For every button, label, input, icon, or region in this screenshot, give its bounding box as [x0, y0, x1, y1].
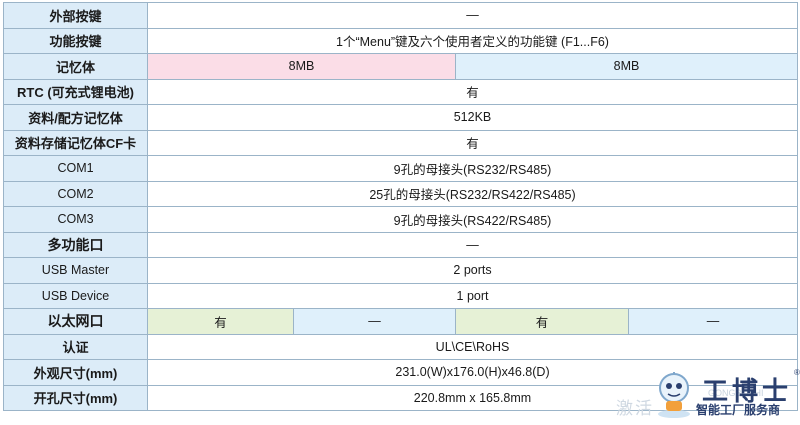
row-label-recipe-memory: 资料/配方记忆体: [3, 104, 148, 131]
table-row: COM1 9孔的母接头(RS232/RS485): [3, 155, 798, 182]
row-label-com2: COM2: [3, 180, 148, 207]
row-value-certification: UL\CE\RoHS: [147, 333, 798, 360]
table-row: COM2 25孔的母接头(RS232/RS422/RS485): [3, 180, 798, 207]
row-value-ethernet-1: 有: [147, 308, 294, 335]
row-value-multi-port: —: [147, 231, 798, 258]
table-row: USB Master 2 ports: [3, 257, 798, 284]
row-label-memory: 记忆体: [3, 53, 148, 80]
row-label-cf-card: 资料存储记忆体CF卡: [3, 129, 148, 156]
row-label-cutout: 开孔尺寸(mm): [3, 384, 148, 411]
table-row: 以太网口 有 — 有 —: [3, 308, 798, 335]
row-value-rtc: 有: [147, 78, 798, 105]
row-value-memory-2: 8MB: [455, 53, 798, 80]
row-label-external-keys: 外部按键: [3, 2, 148, 29]
row-value-ethernet-2: —: [293, 308, 456, 335]
row-label-dimensions: 外观尺寸(mm): [3, 359, 148, 386]
row-value-com2: 25孔的母接头(RS232/RS422/RS485): [147, 180, 798, 207]
row-value-function-keys: 1个“Menu”键及六个使用者定义的功能键 (F1...F6): [147, 27, 798, 54]
table-row: 认证 UL\CE\RoHS: [3, 333, 798, 360]
row-value-memory-1: 8MB: [147, 53, 456, 80]
row-label-usb-master: USB Master: [3, 257, 148, 284]
table-row: 开孔尺寸(mm) 220.8mm x 165.8mm: [3, 384, 798, 411]
row-value-dimensions: 231.0(W)x176.0(H)x46.8(D): [147, 359, 798, 386]
row-label-ethernet: 以太网口: [3, 308, 148, 335]
row-label-usb-device: USB Device: [3, 282, 148, 309]
table-row: 外部按键 —: [3, 2, 798, 29]
row-value-cf-card: 有: [147, 129, 798, 156]
row-label-multi-port: 多功能口: [3, 231, 148, 258]
table-row: 功能按键 1个“Menu”键及六个使用者定义的功能键 (F1...F6): [3, 27, 798, 54]
row-label-rtc: RTC (可充式锂电池): [3, 78, 148, 105]
table-row: RTC (可充式锂电池) 有: [3, 78, 798, 105]
table-row: 资料存储记忆体CF卡 有: [3, 129, 798, 156]
row-value-cutout: 220.8mm x 165.8mm: [147, 384, 798, 411]
table-row: 资料/配方记忆体 512KB: [3, 104, 798, 131]
row-label-com3: COM3: [3, 206, 148, 233]
row-value-ethernet-3: 有: [455, 308, 629, 335]
row-label-certification: 认证: [3, 333, 148, 360]
row-value-recipe-memory: 512KB: [147, 104, 798, 131]
row-label-com1: COM1: [3, 155, 148, 182]
table-row: 外观尺寸(mm) 231.0(W)x176.0(H)x46.8(D): [3, 359, 798, 386]
table-row: USB Device 1 port: [3, 282, 798, 309]
row-value-external-keys: —: [147, 2, 798, 29]
row-label-function-keys: 功能按键: [3, 27, 148, 54]
table-row: COM3 9孔的母接头(RS422/RS485): [3, 206, 798, 233]
table-row: 记忆体 8MB 8MB: [3, 53, 798, 80]
row-value-com3: 9孔的母接头(RS422/RS485): [147, 206, 798, 233]
spec-table: 外部按键 — 功能按键 1个“Menu”键及六个使用者定义的功能键 (F1...…: [3, 2, 798, 411]
row-value-com1: 9孔的母接头(RS232/RS485): [147, 155, 798, 182]
row-value-ethernet-4: —: [628, 308, 798, 335]
table-row: 多功能口 —: [3, 231, 798, 258]
row-value-usb-master: 2 ports: [147, 257, 798, 284]
row-value-usb-device: 1 port: [147, 282, 798, 309]
